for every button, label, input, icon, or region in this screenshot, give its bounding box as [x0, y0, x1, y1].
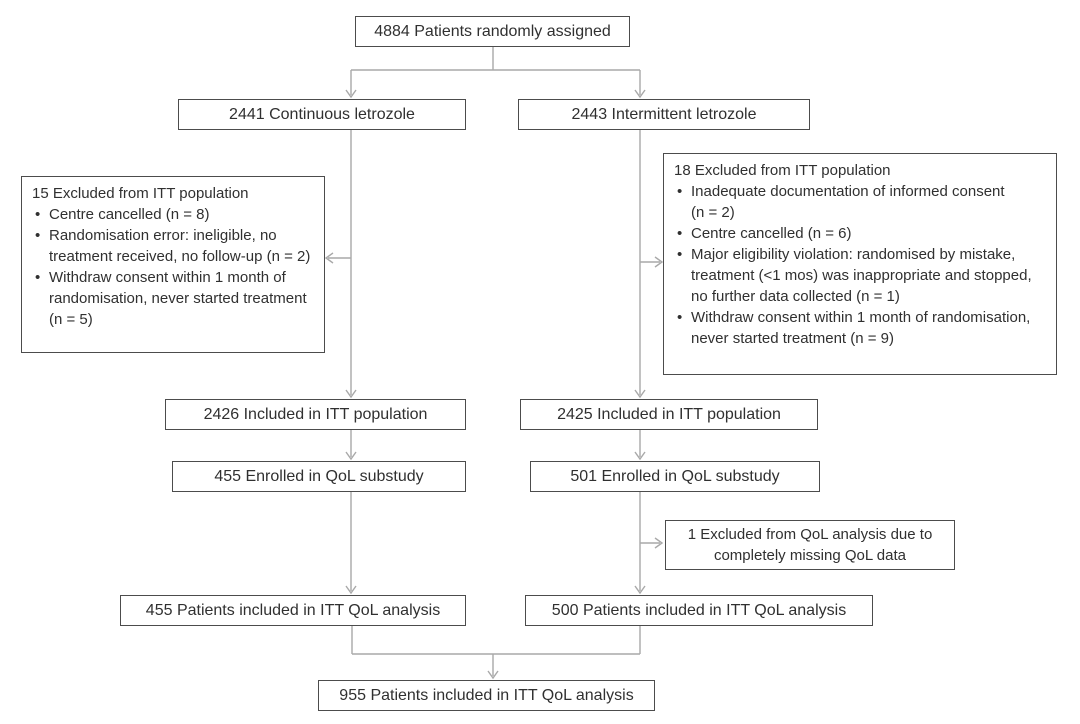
box-total-qol-analysis: 955 Patients included in ITT QoL analysi… [318, 680, 655, 711]
connector-intermittent-to-itt [634, 130, 664, 399]
box-intermittent-excluded: 18 Excluded from ITT population Inadequa… [663, 153, 1057, 375]
connector-join-to-total [351, 626, 641, 680]
exclusion-reason-item: Major eligibility violation: randomised … [677, 244, 1046, 307]
intermittent-excluded-heading: 18 Excluded from ITT population [674, 162, 891, 179]
connector-continuous-itt-to-qol [345, 430, 357, 461]
exclusion-reason-item: Withdraw consent within 1 month of rando… [35, 267, 314, 330]
box-intermittent-arm: 2443 Intermittent letrozole [518, 99, 810, 130]
exclusion-reason-item: Randomisation error: ineligible, no trea… [35, 225, 314, 267]
exclusion-reason-item: Centre cancelled (n = 8) [35, 204, 314, 225]
connector-continuous-qol-to-analysis [345, 492, 357, 595]
connector-continuous-to-itt [324, 130, 357, 399]
intermittent-excluded-list: Inadequate documentation of informed con… [677, 181, 1046, 349]
connector-intermittent-qol-to-analysis [634, 492, 664, 595]
continuous-excluded-list: Centre cancelled (n = 8) Randomisation e… [35, 204, 314, 330]
continuous-excluded-heading: 15 Excluded from ITT population [32, 185, 249, 202]
box-patients-randomized: 4884 Patients randomly assigned [355, 16, 630, 47]
connector-randomized-to-arms [345, 47, 646, 99]
exclusion-reason-item: Inadequate documentation of informed con… [677, 181, 1046, 223]
exclusion-reason-item: Centre cancelled (n = 6) [677, 223, 1046, 244]
box-qol-excluded: 1 Excluded from QoL analysis due to comp… [665, 520, 955, 570]
box-continuous-itt: 2426 Included in ITT population [165, 399, 466, 430]
box-intermittent-qol-enrolled: 501 Enrolled in QoL substudy [530, 461, 820, 492]
box-intermittent-itt: 2425 Included in ITT population [520, 399, 818, 430]
box-continuous-qol-analysis: 455 Patients included in ITT QoL analysi… [120, 595, 466, 626]
exclusion-reason-item: Withdraw consent within 1 month of rando… [677, 307, 1046, 349]
box-continuous-qol-enrolled: 455 Enrolled in QoL substudy [172, 461, 466, 492]
connector-intermittent-itt-to-qol [634, 430, 646, 461]
box-continuous-excluded: 15 Excluded from ITT population Centre c… [21, 176, 325, 353]
box-continuous-arm: 2441 Continuous letrozole [178, 99, 466, 130]
box-intermittent-qol-analysis: 500 Patients included in ITT QoL analysi… [525, 595, 873, 626]
